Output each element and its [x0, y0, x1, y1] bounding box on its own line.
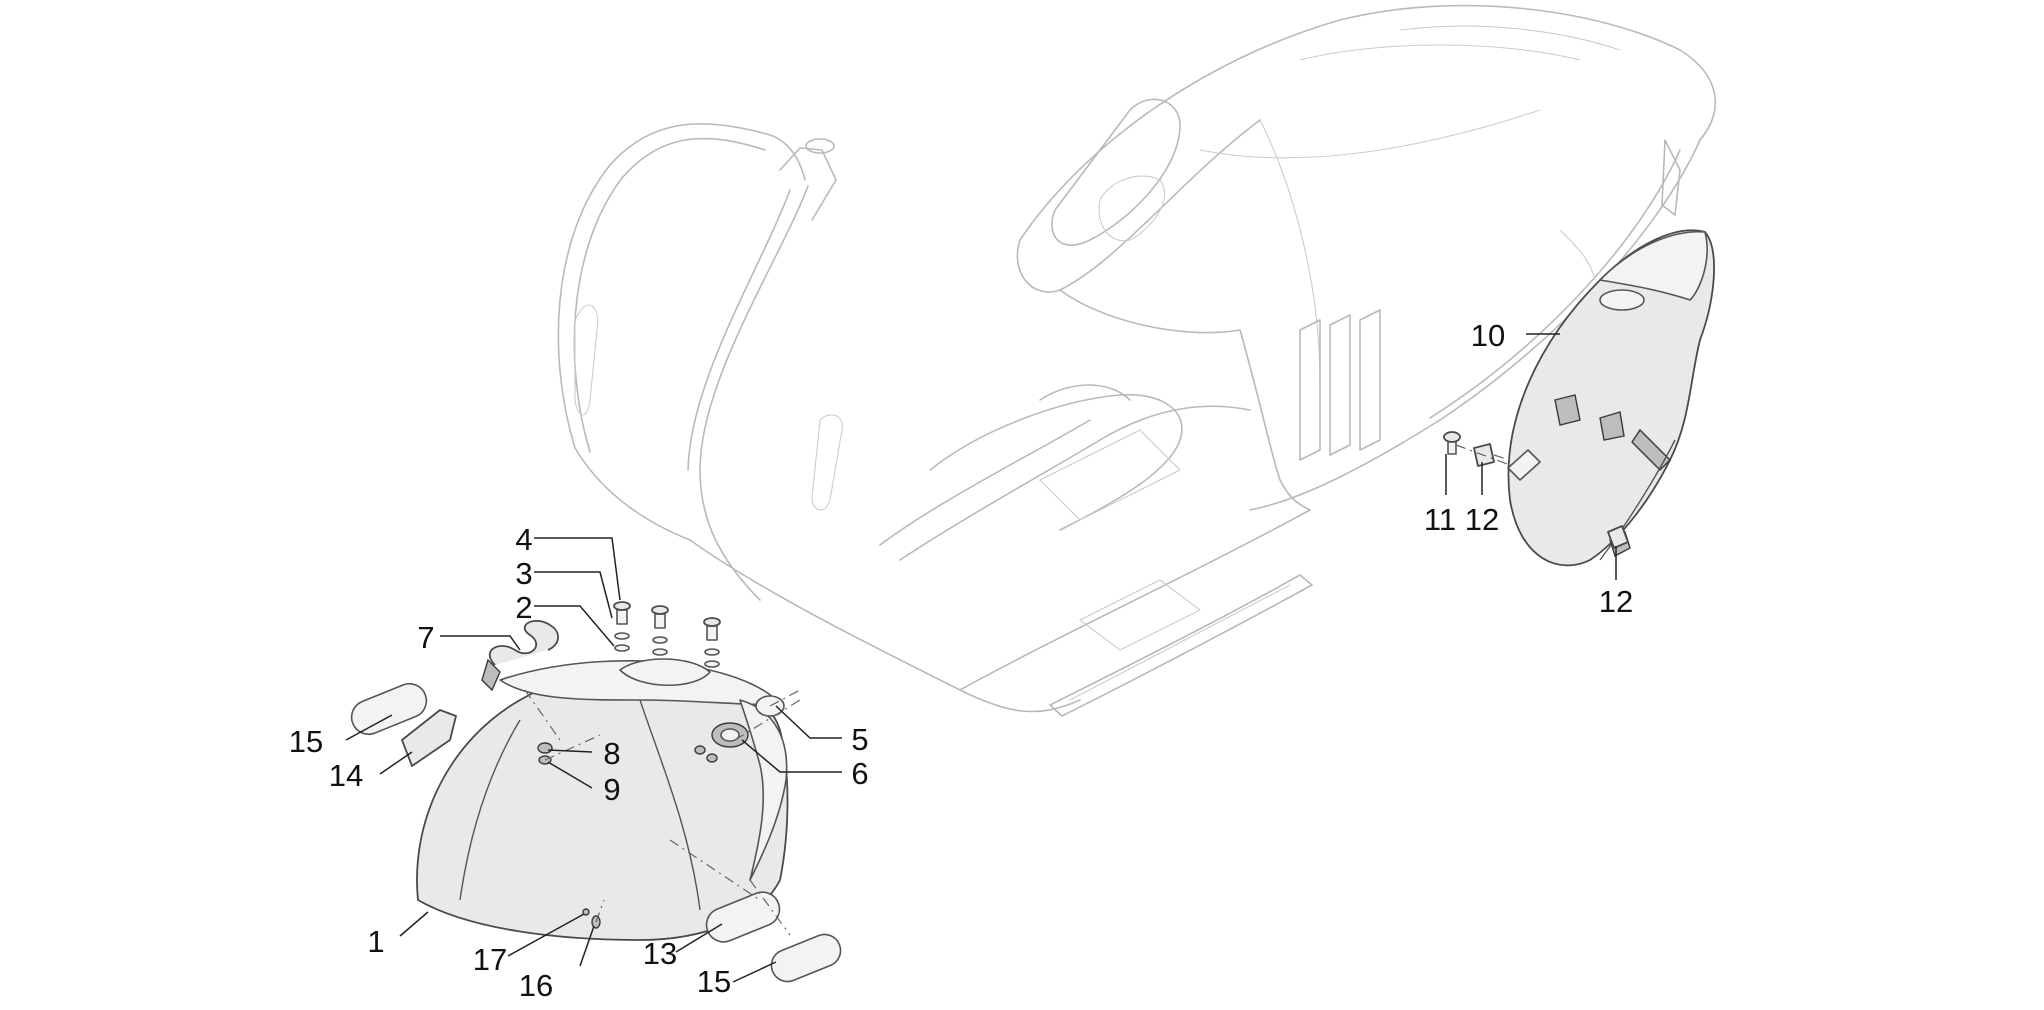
- callout-12-a: 12: [1465, 502, 1499, 537]
- scooter-body-frame: [557, 4, 1717, 717]
- callout-12-b: 12: [1599, 584, 1633, 619]
- rear-splash-guard: [1443, 229, 1715, 567]
- callout-1: 1: [367, 924, 384, 959]
- callout-2: 2: [515, 590, 532, 625]
- callout-14: 14: [329, 758, 363, 793]
- callout-17: 17: [473, 942, 507, 977]
- front-trim-parts: [350, 682, 842, 983]
- callout-7: 7: [417, 620, 434, 655]
- front-mudguard: [416, 658, 789, 941]
- callout-16: 16: [519, 968, 553, 1003]
- callout-13: 13: [643, 936, 677, 971]
- callout-4: 4: [515, 522, 532, 557]
- callout-3: 3: [515, 556, 532, 591]
- callout-10: 10: [1471, 318, 1505, 353]
- callout-15-b: 15: [697, 964, 731, 999]
- callout-5: 5: [851, 722, 868, 757]
- callout-6: 6: [851, 756, 868, 791]
- callout-labels: 1 2 3 4 5 6 7 8 9 10 11 12 12 13 14 15 1…: [289, 318, 1633, 1003]
- leader-lines: [345, 333, 1617, 983]
- alignment-lines: [524, 444, 1517, 936]
- callout-9: 9: [603, 772, 620, 807]
- callout-15-a: 15: [289, 724, 323, 759]
- callout-8: 8: [603, 736, 620, 771]
- callout-11: 11: [1424, 502, 1456, 537]
